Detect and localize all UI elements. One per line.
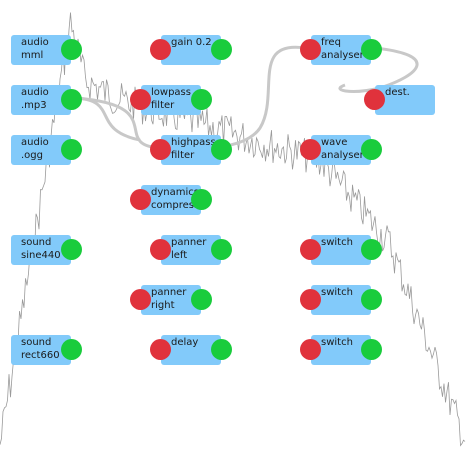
input-port[interactable] [130,189,151,210]
node-label: panner right [151,287,187,311]
node-label: switch [321,337,353,348]
node-wave-analyser[interactable]: wave analyser [300,135,382,165]
input-port[interactable] [150,139,171,160]
output-port[interactable] [361,289,382,310]
output-port[interactable] [361,139,382,160]
node-label: lowpass filter [151,87,191,111]
input-port[interactable] [300,239,321,260]
output-port[interactable] [211,339,232,360]
node-freq-analyser[interactable]: freq analyser [300,35,382,65]
node-label: freq analyser [321,37,364,61]
output-port[interactable] [61,339,82,360]
node-label: audio mml [21,37,49,61]
node-panner-left[interactable]: panner left [150,235,232,265]
output-port[interactable] [61,239,82,260]
node-switch-2[interactable]: switch [300,285,382,315]
input-port[interactable] [300,139,321,160]
node-highpass-filter[interactable]: highpass filter [150,135,232,165]
output-port[interactable] [361,39,382,60]
node-label: dynamics compressor [151,187,210,211]
node-label: switch [321,287,353,298]
node-label: panner left [171,237,207,261]
node-delay[interactable]: delay [150,335,232,365]
node-label: highpass filter [171,137,216,161]
node-label: wave analyser [321,137,364,161]
node-gain[interactable]: gain 0.2 [150,35,232,65]
node-audio-mml[interactable]: audio mml [11,35,82,65]
input-port[interactable] [300,39,321,60]
waveform-trace [0,12,466,447]
output-port[interactable] [61,139,82,160]
node-switch-1[interactable]: switch [300,235,382,265]
node-label: sound sine440 [21,237,61,261]
node-audio-ogg[interactable]: audio .ogg [11,135,82,165]
input-port[interactable] [130,89,151,110]
input-port[interactable] [364,89,385,110]
output-port[interactable] [211,239,232,260]
node-dest[interactable]: dest. [364,85,435,115]
node-label: audio .ogg [21,137,49,161]
node-label: gain 0.2 [171,37,212,48]
node-lowpass-filter[interactable]: lowpass filter [130,85,212,115]
node-switch-3[interactable]: switch [300,335,382,365]
input-port[interactable] [130,289,151,310]
input-port[interactable] [150,39,171,60]
node-sound-rect660[interactable]: sound rect660 [11,335,82,365]
output-port[interactable] [361,239,382,260]
node-label: dest. [385,87,410,98]
node-dynamics-compressor[interactable]: dynamics compressor [130,185,212,215]
input-port[interactable] [150,339,171,360]
node-label: audio .mp3 [21,87,49,111]
output-port[interactable] [191,189,212,210]
node-sound-sine440[interactable]: sound sine440 [11,235,82,265]
output-port[interactable] [191,89,212,110]
node-label: switch [321,237,353,248]
output-port[interactable] [211,39,232,60]
input-port[interactable] [300,339,321,360]
output-port[interactable] [61,39,82,60]
output-port[interactable] [191,289,212,310]
connection-wire [74,96,141,142]
input-port[interactable] [150,239,171,260]
node-panner-right[interactable]: panner right [130,285,212,315]
node-label: sound rect660 [21,337,60,361]
input-port[interactable] [300,289,321,310]
node-label: delay [171,337,199,348]
node-audio-mp3[interactable]: audio .mp3 [11,85,82,115]
output-port[interactable] [361,339,382,360]
output-port[interactable] [61,89,82,110]
output-port[interactable] [211,139,232,160]
